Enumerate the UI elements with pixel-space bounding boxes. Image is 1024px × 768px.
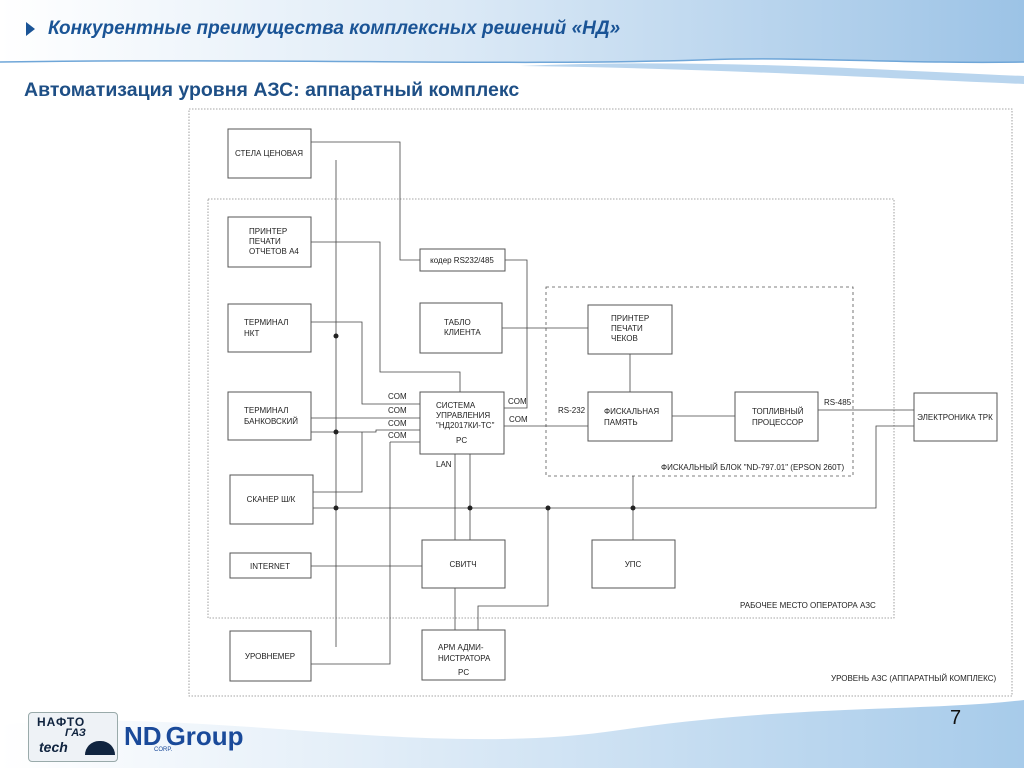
box-system-pc: PC xyxy=(456,436,467,445)
label-fiscal-block: ФИСКАЛЬНЫЙ БЛОК "ND-797.01" (EPSON 260T) xyxy=(661,463,844,472)
box-terminal-nkt-line2: НКТ xyxy=(244,329,259,338)
box-tablo-line2: КЛИЕНТА xyxy=(444,328,481,337)
box-fiscal-memory-line2: ПАМЯТЬ xyxy=(604,418,638,427)
box-arm: АРМ АДМИ- НИСТРАТОРА PC xyxy=(421,629,506,681)
label-com-4: COM xyxy=(388,431,407,440)
box-fiscal-memory: ФИСКАЛЬНАЯ ПАМЯТЬ xyxy=(587,391,673,442)
box-stela: СТЕЛА ЦЕНОВАЯ xyxy=(227,128,312,179)
label-com-5: COM xyxy=(508,397,527,406)
box-trk: ЭЛЕКТРОНИКА ТРК xyxy=(913,392,998,442)
label-com-6: COM xyxy=(509,415,528,424)
box-terminal-nkt: ТЕРМИНАЛ НКТ xyxy=(227,303,312,353)
box-levelmeter-label: УРОВНЕМЕР xyxy=(245,652,295,661)
box-levelmeter: УРОВНЕМЕР xyxy=(229,630,312,682)
box-terminal-bank: ТЕРМИНАЛ БАНКОВСКИЙ xyxy=(227,391,312,441)
box-internet: INTERNET xyxy=(229,552,312,579)
box-system: СИСТЕМА УПРАВЛЕНИЯ "НД2017КИ-ТС" PC xyxy=(419,391,505,455)
box-system-line1: СИСТЕМА xyxy=(436,401,476,410)
box-fuel-processor-line1: ТОПЛИВНЫЙ xyxy=(752,407,804,416)
box-internet-label: INTERNET xyxy=(250,562,290,571)
play-arrow-icon xyxy=(26,22,35,36)
fiscal-block-frame xyxy=(545,286,854,477)
box-printer-checks-line2: ПЕЧАТИ xyxy=(611,324,643,333)
label-station: УРОВЕНЬ АЗС (АППАРАТНЫЙ КОМПЛЕКС) xyxy=(831,674,996,683)
box-printer-a4-line2: ПЕЧАТИ xyxy=(249,237,281,246)
header-band xyxy=(0,0,1024,84)
box-printer-checks-line3: ЧЕКОВ xyxy=(611,334,638,343)
box-printer-a4-line1: ПРИНТЕР xyxy=(249,227,287,236)
label-com-3: COM xyxy=(388,419,407,428)
label-com-1: COM xyxy=(388,392,407,401)
naftogaz-tech-logo: НАФТО ГАЗ tech xyxy=(28,712,118,762)
box-terminal-bank-line1: ТЕРМИНАЛ xyxy=(244,406,288,415)
logo-nd-mark: ND xyxy=(124,721,162,751)
logo-nafto-line1: НАФТО xyxy=(37,715,86,729)
footer-band xyxy=(0,700,1024,768)
box-printer-a4: ПРИНТЕР ПЕЧАТИ ОТЧЕТОВ А4 xyxy=(227,216,312,268)
box-printer-a4-line3: ОТЧЕТОВ А4 xyxy=(249,247,299,256)
box-printer-checks-line1: ПРИНТЕР xyxy=(611,314,649,323)
box-scanner: СКАНЕР Ш/К xyxy=(229,474,314,525)
box-trk-label: ЭЛЕКТРОНИКА ТРК xyxy=(917,413,993,422)
box-scanner-label: СКАНЕР Ш/К xyxy=(247,495,296,504)
box-arm-line1: АРМ АДМИ- xyxy=(438,643,484,652)
box-terminal-bank-line2: БАНКОВСКИЙ xyxy=(244,417,298,426)
label-lan: LAN xyxy=(436,460,452,469)
logo-nd-word: Group xyxy=(165,721,244,751)
logo-nafto-line2: ГАЗ xyxy=(65,727,86,739)
logo-dome-icon xyxy=(85,741,115,755)
box-ups-label: УПС xyxy=(625,560,642,569)
logo-nafto-line3: tech xyxy=(39,739,68,755)
box-printer-checks: ПРИНТЕР ПЕЧАТИ ЧЕКОВ xyxy=(587,304,673,355)
box-arm-line2: НИСТРАТОРА xyxy=(438,654,491,663)
page-number: 7 xyxy=(950,707,962,729)
connection-lines xyxy=(311,141,914,665)
box-coder-label: кодер RS232/485 xyxy=(430,256,494,265)
station-frame xyxy=(188,108,1013,697)
label-com-2: COM xyxy=(388,406,407,415)
box-arm-pc: PC xyxy=(458,668,469,677)
label-rs485: RS-485 xyxy=(824,398,852,407)
label-rs232: RS-232 xyxy=(558,406,586,415)
box-switch: СВИТЧ xyxy=(421,539,506,589)
box-tablo: ТАБЛО КЛИЕНТА xyxy=(419,302,503,354)
header-title: Конкурентные преимущества комплексных ре… xyxy=(48,18,621,39)
box-switch-label: СВИТЧ xyxy=(449,560,476,569)
box-system-line3: "НД2017КИ-ТС" xyxy=(436,421,495,430)
box-ups: УПС xyxy=(591,539,676,589)
box-tablo-line1: ТАБЛО xyxy=(444,318,471,327)
box-system-line2: УПРАВЛЕНИЯ xyxy=(436,411,490,420)
box-terminal-nkt-line1: ТЕРМИНАЛ xyxy=(244,318,288,327)
box-fuel-processor-line2: ПРОЦЕССОР xyxy=(752,418,803,427)
label-workplace: РАБОЧЕЕ МЕСТО ОПЕРАТОРА АЗС xyxy=(740,601,876,610)
logo-nd-corp: CORP. xyxy=(154,747,173,753)
box-coder: кодер RS232/485 xyxy=(419,248,506,272)
junction-dots xyxy=(333,333,636,511)
workplace-frame xyxy=(207,198,895,619)
box-stela-label: СТЕЛА ЦЕНОВАЯ xyxy=(235,149,303,158)
box-fiscal-memory-line1: ФИСКАЛЬНАЯ xyxy=(604,407,659,416)
box-fuel-processor: ТОПЛИВНЫЙ ПРОЦЕССОР xyxy=(734,391,819,442)
slide-title: Автоматизация уровня АЗС: аппаратный ком… xyxy=(24,79,520,101)
